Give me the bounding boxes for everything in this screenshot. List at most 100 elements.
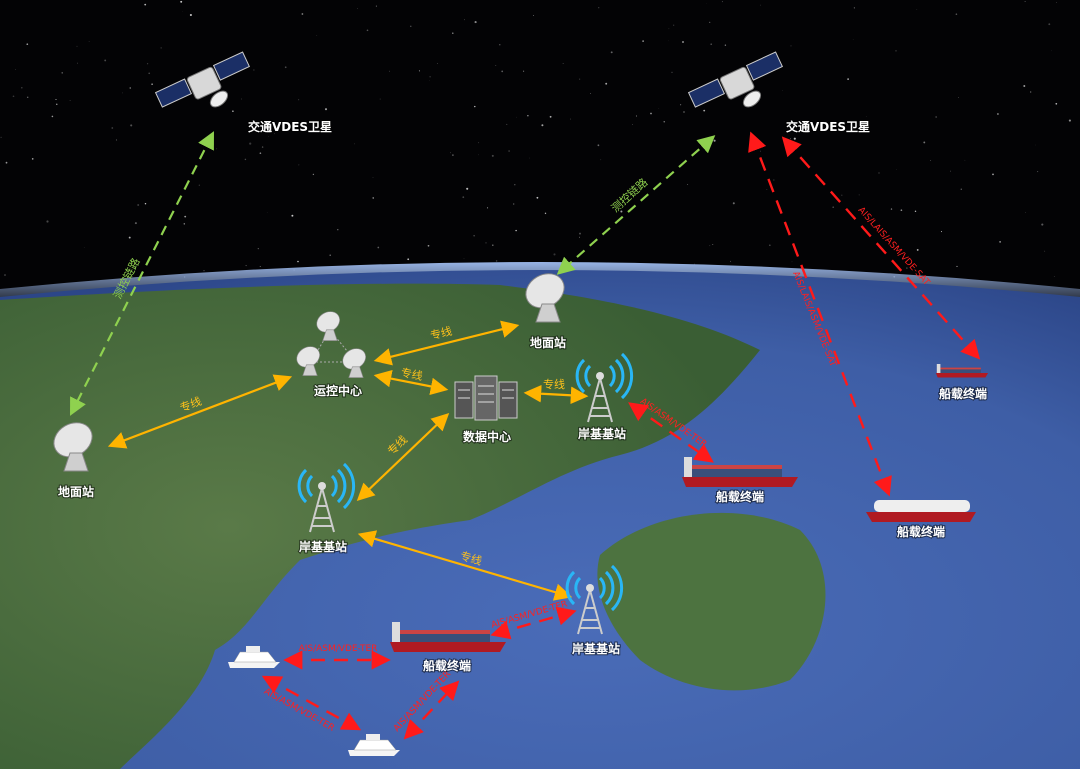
satellite-right-label: 交通VDES卫星 xyxy=(786,119,870,134)
star xyxy=(189,13,192,17)
star xyxy=(357,8,358,9)
star xyxy=(449,152,451,154)
star xyxy=(508,150,510,152)
star xyxy=(429,76,431,78)
star xyxy=(635,115,637,117)
star xyxy=(579,236,580,238)
shore-station-3-label: 岸基基站 xyxy=(572,641,620,656)
star xyxy=(46,220,49,223)
star xyxy=(923,141,926,144)
star xyxy=(1068,119,1071,122)
star xyxy=(144,3,147,6)
star xyxy=(452,32,454,34)
line-ops-data xyxy=(373,369,449,396)
star xyxy=(529,157,530,159)
star xyxy=(182,11,184,12)
star xyxy=(541,124,544,127)
dedicated-line-label: 专线 xyxy=(543,377,565,391)
star xyxy=(298,99,300,101)
star xyxy=(474,105,476,108)
star xyxy=(1037,171,1039,173)
ter-link-label: AIS/ASM/VDE-TER xyxy=(299,644,378,654)
star xyxy=(536,196,539,199)
star xyxy=(562,63,564,64)
ops-center-label: 运控中心 xyxy=(314,383,362,398)
star xyxy=(115,139,118,141)
star xyxy=(996,113,999,115)
dedicated-line-label: 专线 xyxy=(429,324,454,343)
star xyxy=(259,152,262,155)
line-ops-ground xyxy=(373,320,520,366)
star xyxy=(597,144,600,147)
star xyxy=(61,72,63,74)
star xyxy=(1051,50,1052,52)
star xyxy=(259,266,261,268)
star xyxy=(579,78,581,80)
star xyxy=(266,212,268,213)
ship-1-label: 船载终端 xyxy=(939,386,987,401)
star xyxy=(183,223,186,225)
star xyxy=(513,203,515,205)
satellite-left-label: 交通VDES卫星 xyxy=(248,119,332,134)
island xyxy=(597,512,826,691)
ship-4-label: 船载终端 xyxy=(423,658,471,673)
star xyxy=(514,184,516,186)
star xyxy=(658,108,660,109)
star xyxy=(487,207,489,209)
star xyxy=(148,72,151,75)
star xyxy=(377,246,380,249)
star xyxy=(721,1,723,3)
dedicated-line-label: 专线 xyxy=(459,548,484,568)
star xyxy=(485,242,487,244)
star xyxy=(958,97,960,98)
star xyxy=(244,158,247,161)
star xyxy=(703,109,706,112)
star xyxy=(950,170,951,172)
star xyxy=(832,206,835,209)
star xyxy=(569,118,571,120)
star xyxy=(354,143,355,145)
star xyxy=(852,38,854,40)
data-center-server-icon xyxy=(454,375,518,421)
star xyxy=(55,98,57,101)
star xyxy=(198,184,200,186)
star xyxy=(841,194,843,196)
star xyxy=(790,45,792,47)
star xyxy=(769,244,771,246)
star xyxy=(180,0,183,3)
star xyxy=(650,112,652,115)
star xyxy=(549,115,552,118)
star xyxy=(773,179,775,181)
star xyxy=(940,231,943,233)
ground-station-left-label: 地面站 xyxy=(58,484,94,499)
star xyxy=(337,229,339,231)
shore-station-2-label: 岸基基站 xyxy=(299,539,347,554)
star xyxy=(1024,1,1026,2)
star xyxy=(527,115,529,117)
star xyxy=(12,95,15,98)
star xyxy=(533,15,534,17)
star xyxy=(956,265,958,267)
ter-link-ship4-shore3 xyxy=(490,606,577,640)
star xyxy=(732,202,735,205)
star xyxy=(878,172,880,174)
star xyxy=(491,154,494,157)
star xyxy=(216,148,218,150)
ship-2-label: 船载终端 xyxy=(716,489,764,504)
star xyxy=(1030,91,1032,93)
star xyxy=(766,189,768,190)
star xyxy=(709,21,711,24)
star xyxy=(847,78,849,80)
star xyxy=(26,43,29,46)
star xyxy=(506,123,508,125)
star xyxy=(730,260,732,262)
star xyxy=(499,44,501,46)
star xyxy=(329,254,331,256)
star xyxy=(122,92,123,94)
star xyxy=(76,45,78,47)
star xyxy=(553,253,556,256)
star xyxy=(960,188,962,190)
star xyxy=(160,47,162,49)
star xyxy=(930,160,932,161)
star xyxy=(999,241,1001,243)
